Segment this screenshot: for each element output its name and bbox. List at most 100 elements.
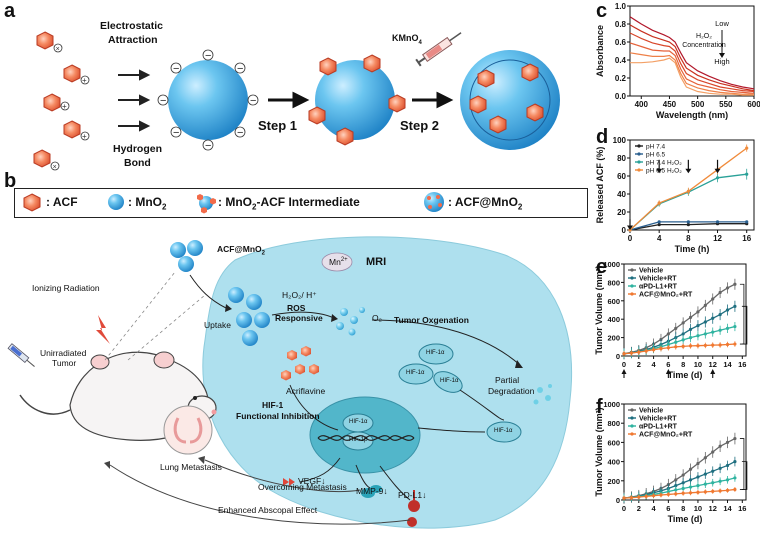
panel-label-d: d (596, 126, 609, 148)
dosing-arrowhead (627, 225, 633, 230)
legend-marker (637, 152, 641, 156)
negative-charges: − − − − − − − − (157, 49, 259, 152)
data-point (703, 482, 707, 486)
x-tick-label: 600 (747, 100, 760, 109)
legend-label: Vehicle (639, 408, 663, 415)
data-point (696, 310, 700, 314)
series-line (623, 488, 735, 499)
svg-text:−: − (237, 127, 243, 139)
vegf-marker (283, 478, 295, 486)
svg-text:+: + (82, 76, 87, 85)
data-point (681, 481, 685, 485)
data-point (651, 348, 656, 352)
data-point (725, 478, 730, 482)
series-line (623, 461, 736, 499)
plot-frame (629, 5, 755, 97)
data-point (725, 463, 730, 468)
radiation-bolt-icon (96, 315, 110, 344)
x-tick-label: 2 (637, 360, 641, 369)
y-axis-label: Released ACF (%) (595, 147, 605, 224)
label-step2: Step 2 (400, 118, 440, 133)
panel-label-c: c (596, 0, 608, 22)
x-tick-label: 550 (719, 100, 733, 109)
panel-label-a: a (4, 0, 16, 22)
legend-label: αPD-L1+RT (639, 424, 678, 431)
data-point (696, 334, 700, 338)
svg-text:−: − (160, 95, 166, 107)
x-tick-label: 8 (681, 360, 685, 369)
y-tick-label: 0.6 (615, 38, 627, 47)
data-point (703, 490, 707, 494)
legend-label: Vehicle+RT (639, 276, 677, 283)
legend-label: Vehicle+RT (639, 416, 677, 423)
significance-bracket (741, 305, 748, 345)
legend-label: ACF@MnO₂+RT (639, 432, 693, 439)
label-hif1: HIF-1 (262, 400, 284, 410)
y-tick-label: 1.0 (615, 2, 627, 11)
y-tick-label: 400 (607, 458, 620, 467)
data-point (711, 316, 715, 320)
label-hif1a-2: HIF-1α (406, 370, 425, 376)
annotation-h2o2: H₂O₂ (696, 33, 712, 40)
data-point (718, 290, 722, 295)
data-point (674, 492, 678, 496)
y-tick-label: 600 (607, 297, 620, 306)
data-point (733, 282, 737, 286)
y-tick-label: 600 (607, 438, 620, 447)
y-tick-label: 0 (616, 496, 620, 505)
y-tick-label: 200 (607, 334, 620, 343)
y-axis-label: Tumor Volume (mm³) (594, 407, 604, 496)
data-point (674, 484, 678, 488)
data-point (674, 478, 678, 482)
svg-text:−: − (205, 50, 211, 62)
label-partial: Partial (495, 375, 520, 385)
acf-molecule: × (33, 149, 60, 171)
y-tick-label: 0.4 (615, 56, 627, 65)
nanoparticle-cluster-inside (228, 287, 270, 346)
data-point (715, 176, 720, 180)
x-tick-label: 16 (742, 234, 751, 243)
syringe-icon (415, 32, 462, 67)
y-tick-label: 0 (616, 352, 620, 361)
treatment-arrowhead (710, 369, 716, 374)
legend-label: Vehicle (639, 268, 663, 275)
data-point (718, 466, 722, 470)
tumor-cell (202, 236, 573, 529)
x-tick-label: 4 (657, 234, 662, 243)
legend-marker (630, 276, 634, 280)
legend-label: pH 6.5 (646, 152, 666, 159)
data-point (745, 220, 749, 224)
data-point (688, 336, 693, 340)
legend-marker (637, 144, 641, 148)
data-point (696, 324, 700, 328)
pdl1-marker-lower (407, 517, 417, 527)
label-acf-mno2: ACF@MnO2 (217, 244, 265, 257)
data-point (733, 487, 737, 492)
data-point (733, 436, 737, 441)
dosing-arrowhead (714, 168, 721, 174)
data-point (725, 326, 730, 330)
x-tick-label: 0 (622, 504, 626, 513)
y-tick-label: 0.8 (615, 20, 627, 29)
label-o2: O₂ (372, 313, 382, 323)
y-tick-label: 0 (622, 226, 627, 235)
legend-b-icons (23, 192, 444, 214)
label-step1: Step 1 (258, 118, 298, 133)
legend-marker (630, 432, 634, 436)
intermediate-icon (197, 194, 216, 214)
data-point (696, 490, 700, 494)
legend-label: pH 7.4 H₂O₂ (646, 160, 682, 167)
legend-marker (630, 424, 634, 428)
legend-label: ACF@MnO₂+RT (639, 292, 693, 299)
x-tick-label: 6 (666, 360, 670, 369)
data-point (681, 344, 685, 348)
pdl1-marker (408, 490, 420, 512)
step2-arrow (412, 91, 454, 109)
acf-molecule: × (36, 31, 63, 53)
y-tick-label: 200 (607, 477, 620, 486)
data-point (666, 346, 670, 350)
data-point (718, 489, 722, 493)
data-point (688, 327, 693, 331)
intermediate-sphere (308, 54, 406, 146)
